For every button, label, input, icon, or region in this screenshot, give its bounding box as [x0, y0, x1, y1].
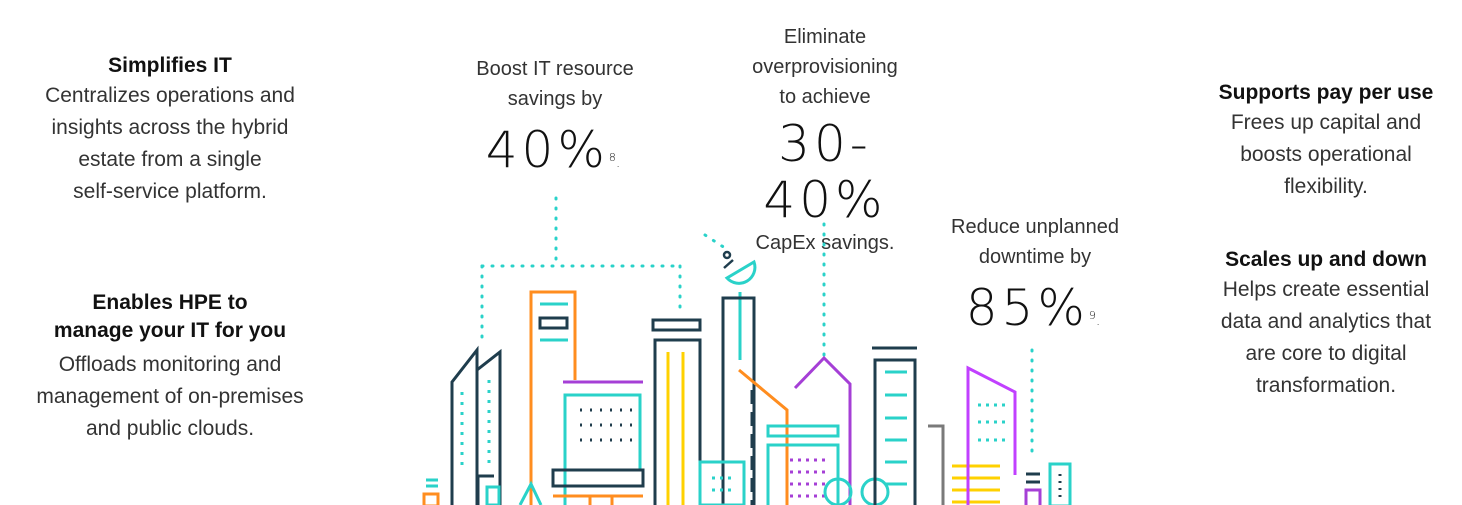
building-orange-tower: [529, 290, 577, 505]
feature-title: Supports pay per use: [1218, 81, 1434, 104]
feature-title: manage your IT for you: [53, 319, 287, 342]
gray-pole: [928, 424, 945, 505]
feature-line: Helps create essential: [1222, 278, 1430, 301]
stat-eliminate: Eliminate overprovisioning to achieve 30…: [720, 22, 930, 258]
building-purple-peak: [793, 355, 852, 505]
stat-caption: savings by: [507, 88, 603, 110]
feature-line: boosts operational: [1240, 143, 1412, 166]
feature-line: transformation.: [1255, 374, 1397, 397]
feature-line: Offloads monitoring and: [58, 353, 282, 376]
building-teal-block: [766, 424, 840, 505]
feature-line: Frees up capital and: [1230, 111, 1422, 134]
building-right-tower: [872, 346, 917, 505]
stat-value: 85%9.: [965, 279, 1105, 337]
feature-line: flexibility.: [1284, 175, 1368, 198]
building-middle-windows: [563, 380, 643, 505]
feature-line: insights across the hybrid: [51, 116, 289, 139]
feature-line: are core to digital: [1245, 342, 1407, 365]
feature-line: and public clouds.: [85, 417, 255, 440]
building-magenta-tower: [966, 365, 1017, 505]
building-orange-angled: [738, 368, 789, 505]
feature-line: self-service platform.: [73, 180, 267, 203]
building-small-left: [422, 478, 440, 505]
feature-enables-hpe: Enables HPE to manage your IT for you Of…: [0, 289, 340, 445]
feature-pay-per-use: Supports pay per use Frees up capital an…: [1190, 79, 1462, 203]
feature-title: Simplifies IT: [108, 54, 232, 77]
stat-caption: Eliminate: [783, 26, 867, 48]
feature-line: management of on-premises: [36, 385, 304, 408]
building-yellow-stripes: [952, 464, 1000, 504]
building-lower-left: [476, 468, 645, 505]
stat-value: 30-40%: [763, 115, 887, 229]
stat-caption: overprovisioning: [752, 56, 898, 78]
connector-lines: [480, 196, 1034, 462]
stat-boost: Boost IT resource savings by 40%8.: [445, 54, 665, 191]
feature-scales: Scales up and down Helps create essentia…: [1190, 246, 1462, 402]
satellite-dish-icon: [722, 250, 757, 360]
feature-line: Centralizes operations and: [45, 84, 295, 107]
building-small-right: [1024, 462, 1072, 505]
building-left-tower: [450, 345, 502, 505]
footnote-marker: 9: [1088, 309, 1096, 322]
feature-line: estate from a single: [78, 148, 262, 171]
feature-line: data and analytics that: [1220, 310, 1432, 333]
stat-value: 40%8.: [485, 121, 625, 179]
stat-caption: Boost IT resource: [476, 58, 634, 80]
building-thin-tower: [721, 296, 756, 505]
feature-simplifies-it: Simplifies IT Centralizes operations and…: [0, 52, 340, 208]
building-small-teal: [698, 460, 746, 505]
stat-caption: downtime by: [978, 246, 1092, 268]
footnote-marker: 8: [608, 151, 616, 164]
building-navy-column: [651, 318, 702, 505]
feature-title: Enables HPE to: [92, 291, 248, 314]
feature-title: Scales up and down: [1225, 248, 1427, 271]
circles-pair: [823, 477, 890, 505]
stat-caption: Reduce unplanned: [951, 216, 1119, 238]
stat-reduce: Reduce unplanned downtime by 85%9.: [925, 212, 1145, 349]
stat-caption: to achieve: [779, 86, 871, 108]
